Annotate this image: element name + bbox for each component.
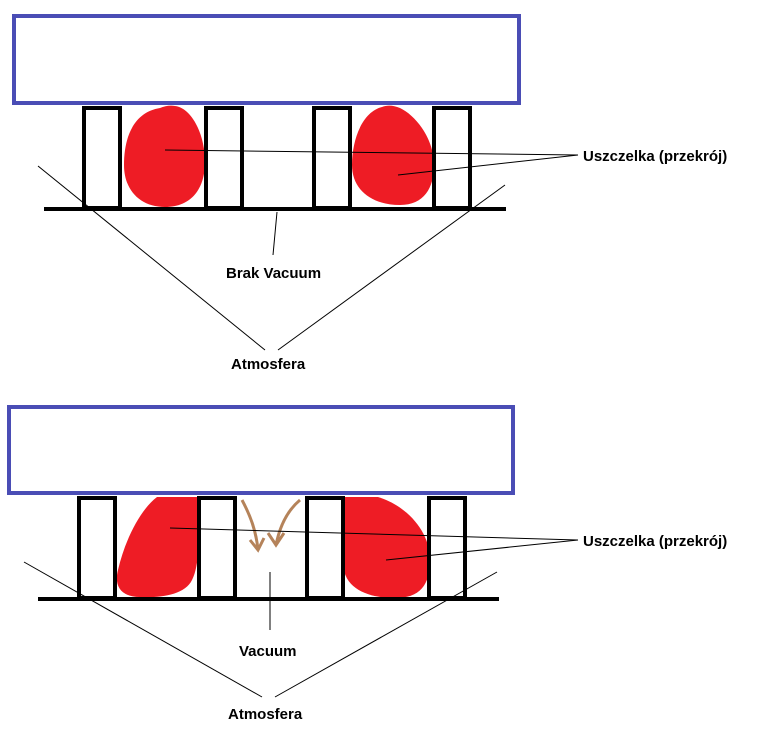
top-column-1: [82, 106, 122, 210]
bottom-column-4: [427, 496, 467, 600]
bottom-atmos-leader-left: [23, 561, 263, 698]
bottom-column-2: [197, 496, 237, 600]
bottom-suction-arrow-right: [266, 498, 301, 548]
top-seal-label: Uszczelka (przekrój): [583, 148, 727, 165]
top-atmos-leader-left: [37, 165, 266, 351]
top-atmosphere-label: Atmosfera: [231, 356, 306, 373]
top-seal-right: [352, 105, 434, 205]
bottom-diagram: Uszczelka (przekrój) Vacuum Atmosfera: [7, 405, 727, 723]
top-diagram: Uszczelka (przekrój) Brak Vacuum Atmosfe…: [12, 14, 727, 373]
top-column-2: [204, 106, 244, 210]
bottom-suction-arrow-left: [240, 499, 266, 553]
top-seal-left: [124, 105, 205, 207]
bottom-center-label: Vacuum: [239, 643, 297, 660]
bottom-plate: [7, 405, 515, 495]
top-center-leader: [272, 211, 278, 256]
bottom-seal-leader-right: [385, 539, 579, 561]
bottom-seal-label: Uszczelka (przekrój): [583, 533, 727, 550]
top-seal-leader-right: [397, 154, 579, 176]
bottom-atmosphere-label: Atmosfera: [228, 706, 303, 723]
top-seal-leader-left: [164, 149, 579, 156]
bottom-seal-left: [116, 497, 199, 598]
bottom-seal-leader-left: [169, 527, 579, 541]
top-center-label: Brak Vacuum: [226, 265, 321, 282]
bottom-column-3: [305, 496, 345, 600]
bottom-seal-right: [341, 497, 430, 598]
top-column-4: [432, 106, 472, 210]
bottom-column-1: [77, 496, 117, 600]
bottom-atmos-leader-right: [274, 571, 498, 698]
top-atmos-leader-right: [277, 184, 506, 351]
top-column-3: [312, 106, 352, 210]
top-plate: [12, 14, 521, 105]
